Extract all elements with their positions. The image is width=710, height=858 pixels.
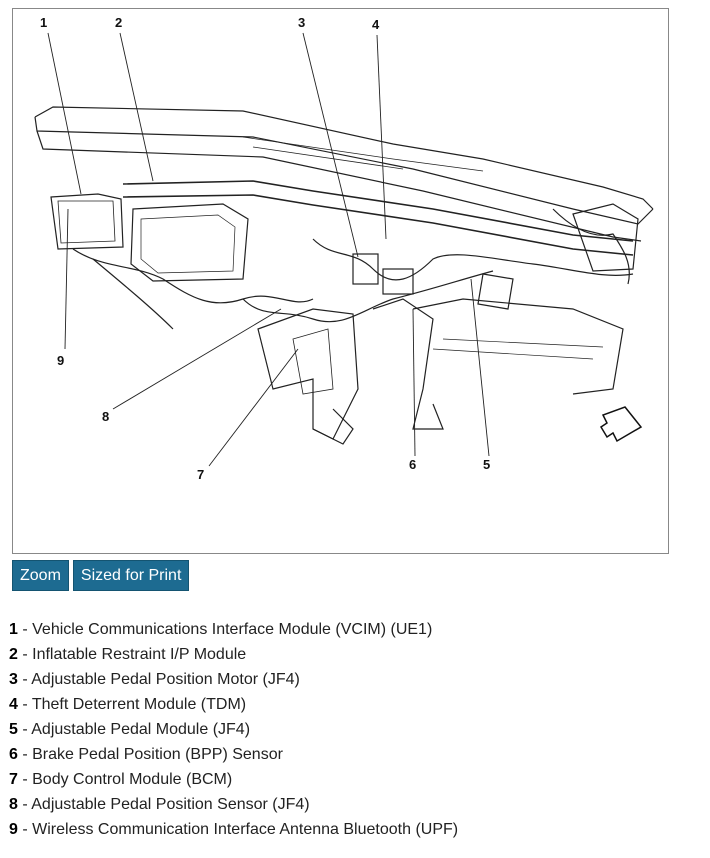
legend-number: 5 [9, 721, 18, 738]
callout-6: 6 [409, 457, 417, 472]
legend-text: - Adjustable Pedal Position Motor (JF4) [17, 671, 300, 688]
legend-item: 5 - Adjustable Pedal Module (JF4) [9, 719, 689, 744]
legend-text: - Vehicle Communications Interface Modul… [17, 621, 433, 638]
legend-text: - Wireless Communication Interface Anten… [17, 821, 459, 838]
instrument-panel-illustration [34, 32, 654, 467]
legend-number: 4 [9, 696, 18, 713]
figure-actions: Zoom Sized for Print [12, 560, 190, 591]
callout-5: 5 [483, 457, 491, 472]
legend-number: 2 [9, 646, 18, 663]
component-legend: 1 - Vehicle Communications Interface Mod… [9, 619, 689, 844]
legend-number: 6 [9, 746, 18, 763]
callout-3: 3 [298, 15, 306, 30]
legend-number: 1 [9, 621, 18, 638]
callout-1: 1 [40, 15, 48, 30]
legend-number: 3 [9, 671, 18, 688]
legend-item: 1 - Vehicle Communications Interface Mod… [9, 619, 689, 644]
legend-item: 7 - Body Control Module (BCM) [9, 769, 689, 794]
legend-number: 7 [9, 771, 18, 788]
callout-2: 2 [115, 15, 123, 30]
legend-text: - Body Control Module (BCM) [17, 771, 233, 788]
callout-9: 9 [57, 353, 65, 368]
legend-item: 4 - Theft Deterrent Module (TDM) [9, 694, 689, 719]
legend-item: 8 - Adjustable Pedal Position Sensor (JF… [9, 794, 689, 819]
legend-number: 9 [9, 821, 18, 838]
legend-item: 9 - Wireless Communication Interface Ant… [9, 819, 689, 844]
legend-text: - Adjustable Pedal Position Sensor (JF4) [17, 796, 310, 813]
legend-item: 2 - Inflatable Restraint I/P Module [9, 644, 689, 669]
legend-text: - Theft Deterrent Module (TDM) [17, 696, 247, 713]
sized-for-print-button[interactable]: Sized for Print [72, 560, 190, 591]
zoom-button[interactable]: Zoom [12, 560, 69, 591]
legend-number: 8 [9, 796, 18, 813]
callout-4: 4 [372, 17, 380, 32]
legend-text: - Adjustable Pedal Module (JF4) [17, 721, 251, 738]
legend-item: 3 - Adjustable Pedal Position Motor (JF4… [9, 669, 689, 694]
legend-item: 6 - Brake Pedal Position (BPP) Sensor [9, 744, 689, 769]
legend-text: - Brake Pedal Position (BPP) Sensor [17, 746, 283, 763]
legend-text: - Inflatable Restraint I/P Module [17, 646, 247, 663]
diagram-figure: 1 2 3 4 5 6 7 8 9 [12, 8, 669, 554]
callout-8: 8 [102, 409, 110, 424]
callout-7: 7 [197, 467, 205, 482]
